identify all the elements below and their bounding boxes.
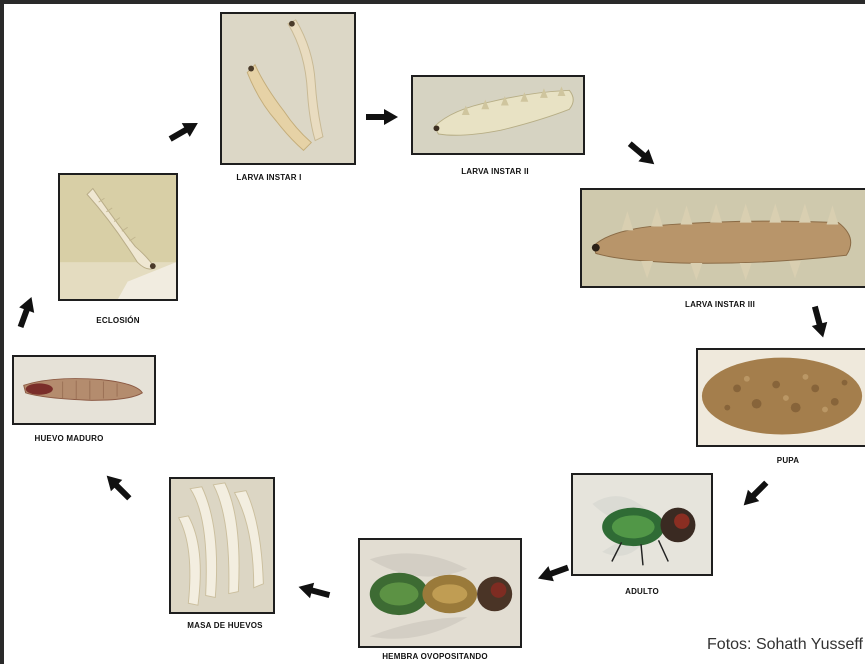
- photo-hembra-ovopositando: [358, 538, 522, 648]
- label-hembra-ovopositando: HEMBRA OVOPOSITANDO: [382, 652, 488, 661]
- photo-larva-instar-1: [220, 12, 356, 165]
- photo-credit: Fotos: Sohath Yusseff: [707, 636, 863, 654]
- label-masa-de-huevos: MASA DE HUEVOS: [187, 621, 262, 630]
- photo-pupa: [696, 348, 865, 447]
- label-huevo-maduro: HUEVO MADURO: [34, 434, 103, 443]
- photo-adulto: [571, 473, 713, 576]
- photo-larva-instar-3: [580, 188, 865, 288]
- photo-eclosion: [58, 173, 178, 301]
- label-larva-instar-2: LARVA INSTAR II: [461, 167, 529, 176]
- photo-masa-de-huevos: [169, 477, 275, 614]
- label-adulto: ADULTO: [625, 587, 659, 596]
- label-larva-instar-1: LARVA INSTAR I: [236, 173, 301, 182]
- label-larva-instar-3: LARVA INSTAR III: [685, 300, 755, 309]
- photo-huevo-maduro: [12, 355, 156, 425]
- photo-larva-instar-2: [411, 75, 585, 155]
- label-pupa: PUPA: [777, 456, 799, 465]
- label-eclosion: ECLOSIÓN: [96, 316, 139, 325]
